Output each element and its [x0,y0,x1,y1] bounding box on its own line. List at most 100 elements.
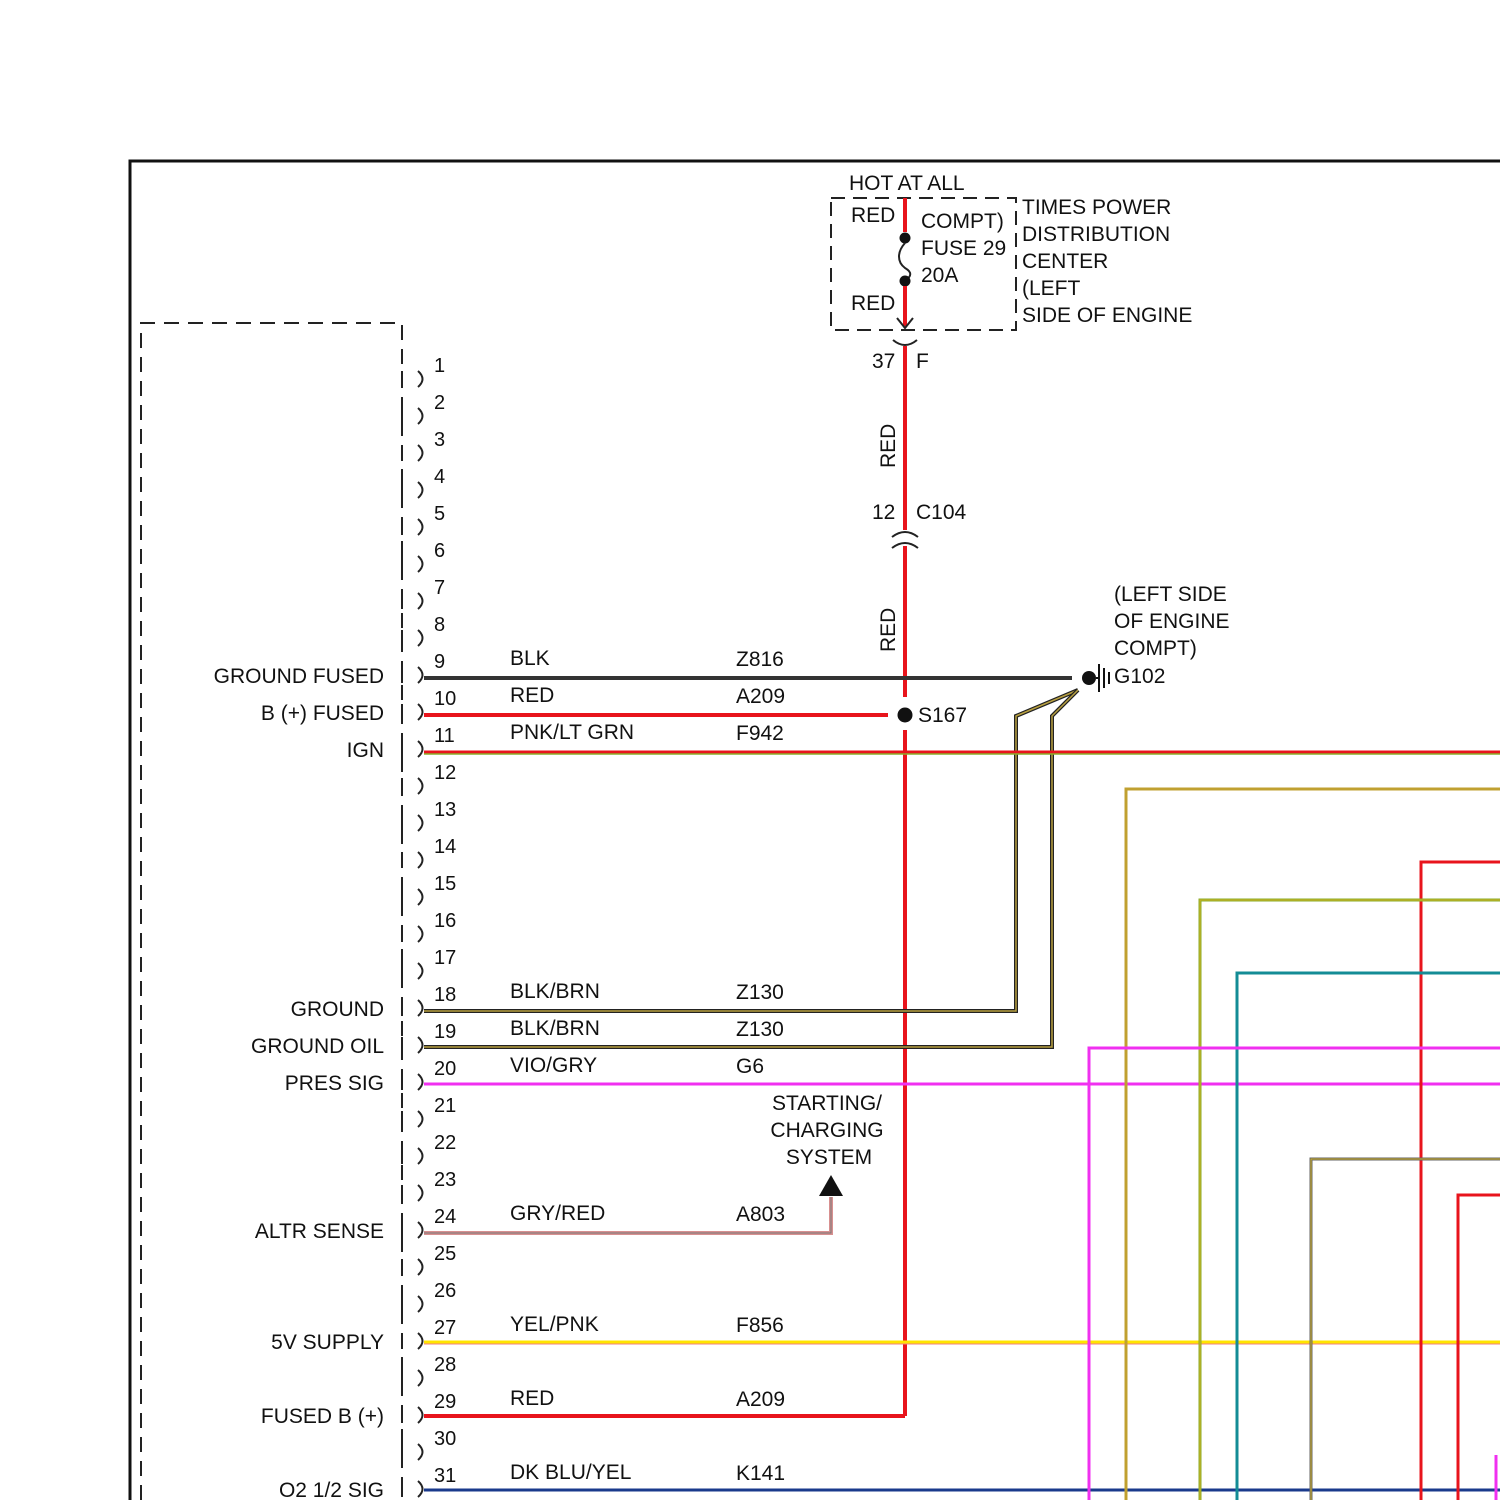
pin-number: 15 [434,873,456,895]
pin-31-function-label: O2 1/2 SIG [279,1479,384,1500]
ground-symbol-icon [1096,664,1109,692]
g102-location-line-1: (LEFT SIDE [1114,583,1227,606]
ground-g102-dot [1082,671,1096,685]
pdc-description-line-1: TIMES POWER [1022,196,1171,219]
pcm-pin-25: 25 [402,1243,456,1275]
pin-terminal-icon [418,482,423,498]
pin-terminal-icon [418,1037,423,1053]
pcm-pin-6: 6 [402,540,445,572]
harness-wire-gray [1311,1159,1500,1500]
pin-number: 19 [434,1021,456,1043]
pcm-pin-28: 28 [402,1354,456,1386]
fuse-element-icon [899,243,910,281]
pin-9-circuit-id: Z816 [736,648,784,671]
pcm-pin-31: 31 [402,1465,456,1497]
g102-label: G102 [1114,665,1165,688]
harness-wire-teal [1237,973,1500,1500]
g102-location-line-3: COMPT) [1114,637,1197,660]
pcm-pin-30: 30 [402,1428,456,1460]
pin-terminal-icon [418,1000,423,1016]
pin-number: 22 [434,1132,456,1154]
fuse-text-line-2: FUSE 29 [921,237,1006,260]
pin-9-function-label: GROUND FUSED [214,665,384,688]
pdc-description-line-2: DISTRIBUTION [1022,223,1170,246]
pin-31-circuit-id: K141 [736,1462,785,1485]
pin-18-circuit-id: Z130 [736,981,784,1004]
diagram-frame [130,161,1500,1500]
pcm-pin-7: 7 [402,577,445,609]
pcm-pin-4: 4 [402,466,445,498]
pcm-pin-17: 17 [402,947,456,979]
pin-20-wire-color: VIO/GRY [510,1054,597,1077]
splice-s167-label: S167 [918,704,967,727]
pin-number: 20 [434,1058,456,1080]
pcm-pin-13: 13 [402,799,456,831]
pin-24-circuit-id: A803 [736,1203,785,1226]
pin-terminal-icon [418,1296,423,1312]
pin-number: 28 [434,1354,456,1376]
pin-20-circuit-id: G6 [736,1055,764,1078]
pin-terminal-icon [418,741,423,757]
fuse-terminal-top [900,233,911,244]
pcm-pin-1: 1 [402,355,445,387]
pin-terminal-icon [418,1259,423,1275]
pdc-description-line-5: SIDE OF ENGINE [1022,304,1192,327]
pin-terminal-icon [418,778,423,794]
pcm-pin-column: 1234567891011121314151617181920212223242… [402,355,456,1497]
pin-terminal-icon [418,852,423,868]
pin-terminal-icon [418,556,423,572]
fuse-text-line-3: 20A [921,264,958,287]
pin-number: 4 [434,466,445,488]
pin-number: 17 [434,947,456,969]
harness-wire-gray-stripe [1311,1159,1500,1500]
pin-number: 21 [434,1095,456,1117]
starting-system-line-2: CHARGING [770,1119,883,1142]
pin-number: 12 [434,762,456,784]
pin-31-wire-color: DK BLU/YEL [510,1461,631,1484]
pin-number: 18 [434,984,456,1006]
starting-system-arrow-icon [819,1175,843,1196]
pin-terminal-icon [418,667,423,683]
harness-wire-olive [1126,789,1500,1500]
fuse-wire-out-color: RED [851,292,895,315]
pin-terminal-icon [418,630,423,646]
pin-18-wire-color: BLK/BRN [510,980,600,1003]
pin-24-wire-color: GRY/RED [510,1202,605,1225]
pin-terminal-icon [418,1185,423,1201]
fuse-terminal-bottom [900,276,911,287]
pin-24-function-label: ALTR SENSE [255,1220,384,1243]
pcm-pin-22: 22 [402,1132,456,1164]
pin-number: 7 [434,577,445,599]
pcm-pin-29: 29 [402,1391,456,1423]
pin-10-wire-color: RED [510,684,554,707]
starting-system-line-1: STARTING/ [772,1092,882,1115]
harness-wire-magenta [1089,1048,1500,1500]
pin-number: 30 [434,1428,456,1450]
connector-f-male-icon [893,340,917,345]
splice-s167-dot [898,708,913,723]
pin-terminal-icon [418,1444,423,1460]
harness-wire-green-stripe [1200,900,1500,1500]
pin-terminal-icon [418,1074,423,1090]
pin-18-function-label: GROUND [291,998,384,1021]
pin-terminal-icon [418,1407,423,1423]
pin-terminal-icon [418,1481,423,1497]
vertical-wire-label-red-2: RED [877,608,900,652]
pin-10-circuit-id: A209 [736,685,785,708]
pin-11-function-label: IGN [347,739,384,762]
pin-number: 25 [434,1243,456,1265]
pdc-description-line-3: CENTER [1022,250,1108,273]
pcm-pin-14: 14 [402,836,456,868]
pin-number: 16 [434,910,456,932]
pin-terminal-icon [418,1333,423,1349]
pin-number: 11 [434,725,455,747]
pin-11-wire-color: PNK/LT GRN [510,721,634,744]
pcm-pin-16: 16 [402,910,456,942]
pin-number: 3 [434,429,445,451]
c104-pin: 12 [872,501,895,524]
pin-11-circuit-id: F942 [736,722,784,745]
pcm-pin-26: 26 [402,1280,456,1312]
g102-location-line-2: OF ENGINE [1114,610,1230,633]
pin-number: 13 [434,799,456,821]
